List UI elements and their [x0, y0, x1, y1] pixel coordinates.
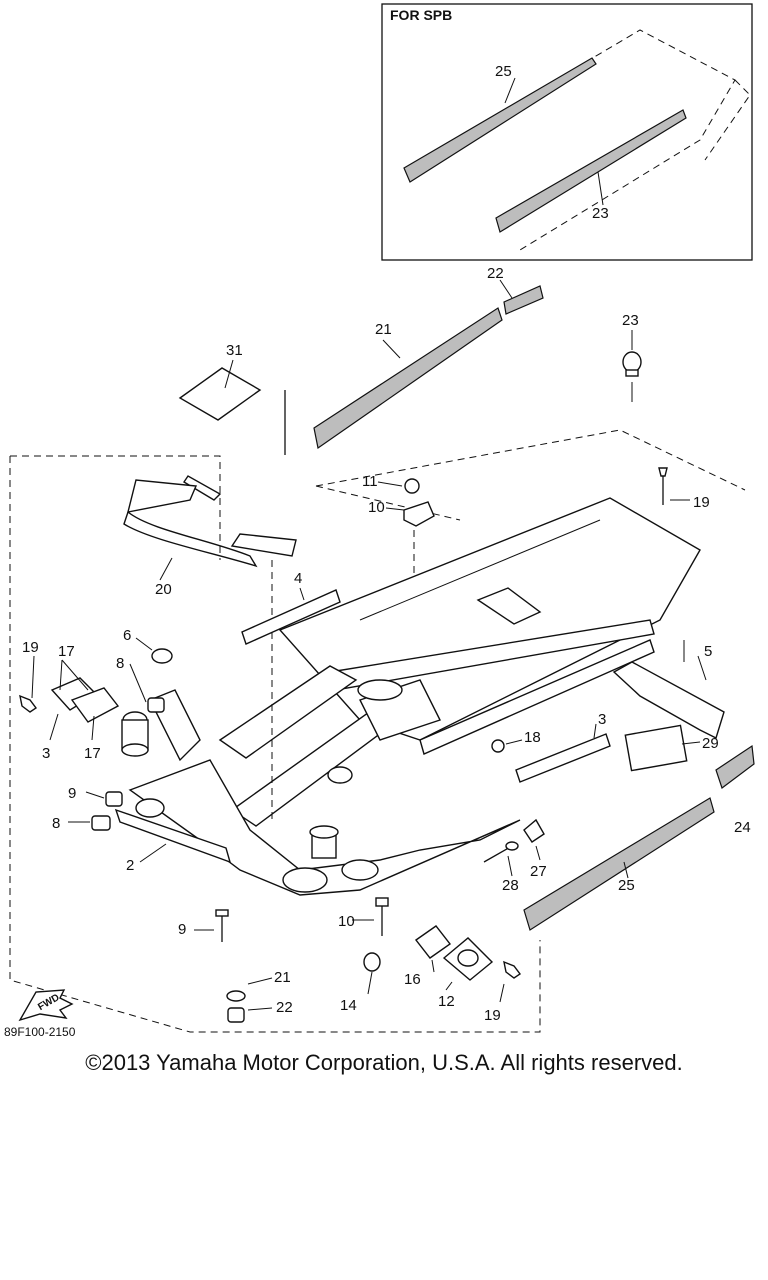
- cap-27: [622, 351, 642, 373]
- handle-20: [123, 510, 258, 568]
- inset-label-25: 25: [495, 63, 512, 80]
- callout-11: 11: [362, 473, 378, 490]
- inset-label-23: 23: [592, 205, 609, 222]
- belly-pan: [128, 759, 521, 896]
- callout-3-right: 3: [598, 711, 606, 728]
- rail-3: [515, 733, 611, 783]
- callout-16: 16: [404, 971, 421, 988]
- collar-14: [363, 952, 381, 972]
- callout-19-left: 19: [22, 639, 39, 656]
- inset-for-spb: FOR SPB 25 23: [381, 3, 753, 261]
- callout-12: 12: [438, 993, 455, 1010]
- decal-25: [313, 307, 503, 450]
- callout-15: 19: [693, 494, 710, 511]
- callout-17a: 17: [58, 643, 75, 660]
- bracket-10: [403, 501, 435, 527]
- front-arm-upper: [218, 665, 358, 759]
- nut-22: [227, 1007, 245, 1023]
- callout-26: 22: [487, 265, 504, 282]
- rail-5: [612, 661, 725, 739]
- callout-2: 2: [126, 857, 134, 874]
- callout-22: 22: [276, 999, 293, 1016]
- inset-decal-25: [403, 57, 597, 183]
- decal-23: [523, 797, 715, 931]
- callout-7: 6: [123, 627, 131, 644]
- clip-29: [523, 818, 545, 843]
- callout-6: 8: [52, 815, 60, 832]
- callout-28: 29: [702, 735, 719, 752]
- callout-14: 14: [340, 997, 357, 1014]
- bumper-2: [114, 808, 232, 864]
- callout-8a: 8: [116, 655, 124, 672]
- callout-8b: 9: [68, 785, 76, 802]
- bushing-6: [91, 815, 111, 831]
- callout-25: 21: [375, 321, 392, 338]
- copyright-notice: ©2013 Yamaha Motor Corporation, U.S.A. A…: [85, 1050, 683, 1075]
- plate-17b: [70, 687, 120, 723]
- bolt-19-left: [19, 694, 38, 713]
- callout-30: 28: [502, 877, 519, 894]
- callout-9-left: 9: [178, 921, 186, 938]
- decal-28: [624, 724, 688, 772]
- callout-21: 21: [274, 969, 291, 986]
- grommet-18: [491, 739, 505, 753]
- washer-21: [226, 990, 246, 1002]
- callout-24: 24: [734, 819, 751, 836]
- inset-decal-23: [495, 109, 687, 233]
- bushing-8a: [147, 697, 165, 713]
- callout-20: 20: [155, 581, 172, 598]
- bushing-7: [151, 648, 173, 664]
- parts-diagram: FOR SPB 25 23 31 21 22 23 11 10 1: [4, 3, 755, 1039]
- callout-3-left: 3: [42, 745, 50, 762]
- callout-10: 10: [368, 499, 385, 516]
- decal-26: [503, 285, 544, 315]
- callout-29: 27: [530, 863, 547, 880]
- callout-18: 18: [524, 729, 541, 746]
- fwd-arrow: FWD: [18, 989, 74, 1022]
- plate-16: [414, 925, 452, 959]
- bushing-8b: [105, 791, 123, 807]
- callout-31: 31: [226, 342, 243, 359]
- rail-4: [241, 589, 341, 645]
- bolt-19-right: [503, 960, 522, 979]
- decal-31: [178, 367, 262, 421]
- callout-17b: 17: [84, 745, 101, 762]
- frame-assembly: [114, 475, 701, 896]
- decal-24: [715, 744, 755, 789]
- tunnel-top: [278, 497, 701, 741]
- callout-5: 5: [704, 643, 712, 660]
- inset-title: FOR SPB: [390, 7, 452, 23]
- callout-9-center: 10: [338, 913, 355, 930]
- callout-23: 25: [618, 877, 635, 894]
- callout-27: 23: [622, 312, 639, 329]
- callout-19-right: 19: [484, 1007, 501, 1024]
- drawing-code: 89F100-2150: [4, 1025, 76, 1039]
- callout-4: 4: [294, 570, 302, 587]
- grommet-11: [404, 478, 420, 494]
